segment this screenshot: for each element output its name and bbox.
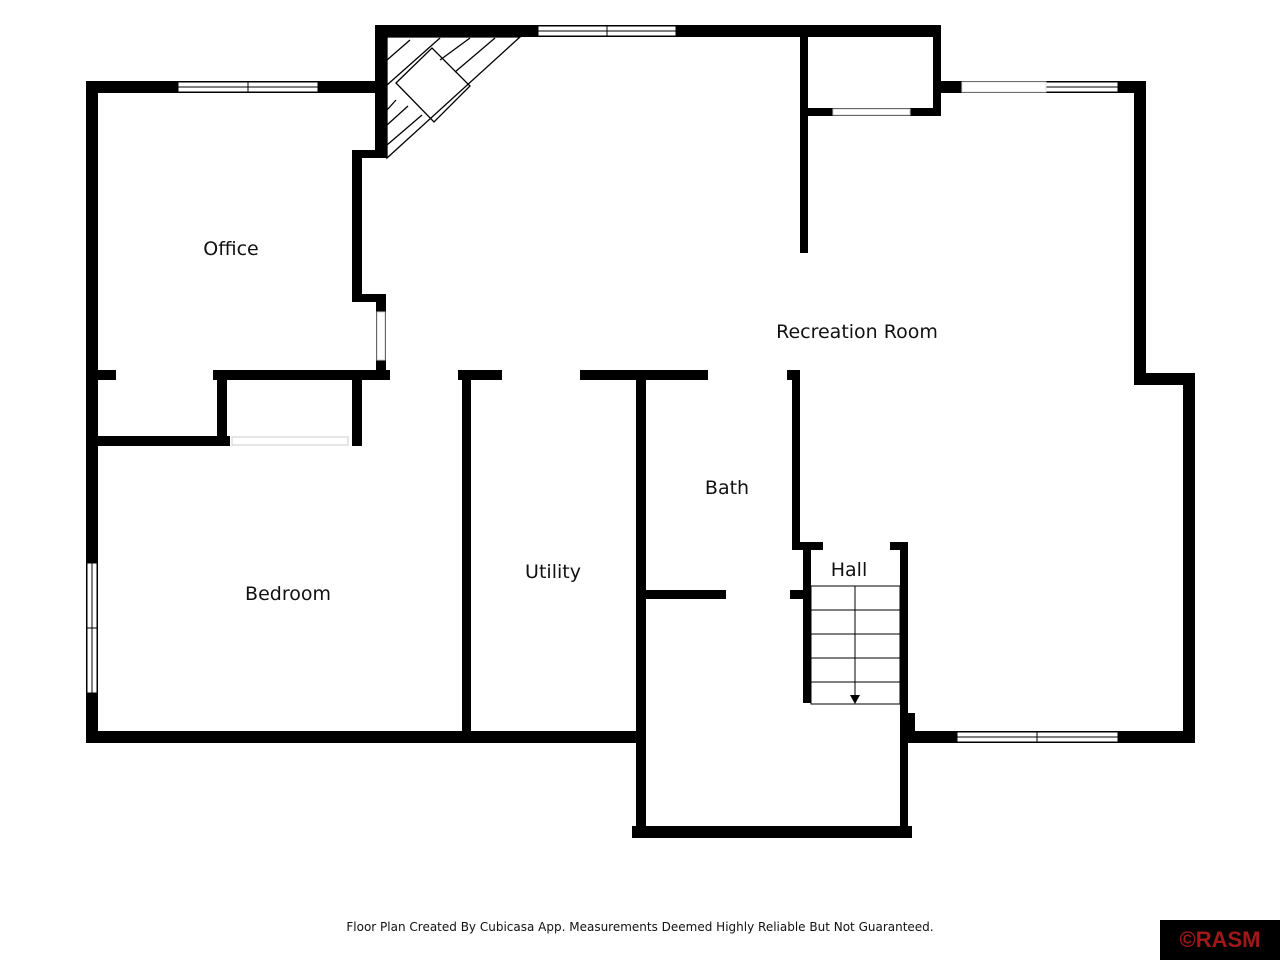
room-label-recreation: Recreation Room <box>776 321 938 343</box>
room-label-hall: Hall <box>830 559 868 581</box>
walls <box>86 25 1195 838</box>
room-label-bath: Bath <box>704 477 750 499</box>
room-label-office: Office <box>203 238 259 260</box>
room-label-bedroom: Bedroom <box>245 583 331 605</box>
footer-disclaimer: Floor Plan Created By Cubicasa App. Meas… <box>346 920 934 934</box>
room-label-utility: Utility <box>525 561 581 583</box>
stairs <box>810 585 901 705</box>
fireplace <box>386 36 522 160</box>
stairs-arrow-down-icon <box>850 695 860 704</box>
windows <box>86 25 1119 743</box>
rasm-logo: ©RASM <box>1160 920 1280 960</box>
